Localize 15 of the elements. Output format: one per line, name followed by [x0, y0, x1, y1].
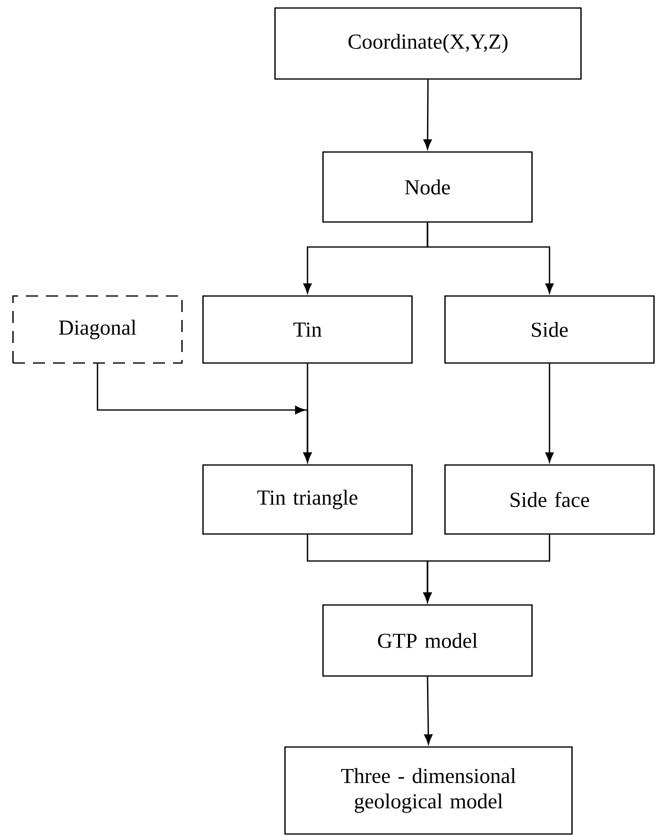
process-box: Side [444, 295, 655, 364]
process-box: Tin [202, 295, 413, 364]
dashed-box: Diagonal [12, 295, 183, 364]
process-box: Side face [444, 464, 655, 535]
process-box: Three - dimensional geological model [284, 746, 573, 835]
process-box: GTP model [322, 604, 533, 677]
arrow [303, 364, 312, 462]
process-box: Coordinate(X,Y,Z) [274, 7, 582, 80]
arrow [424, 676, 432, 744]
arrow [545, 364, 554, 462]
process-box: Tin triangle [202, 464, 413, 535]
arrow [426, 222, 554, 294]
arrow [423, 80, 432, 150]
arrow [423, 534, 550, 602]
process-box: Node [322, 151, 533, 223]
